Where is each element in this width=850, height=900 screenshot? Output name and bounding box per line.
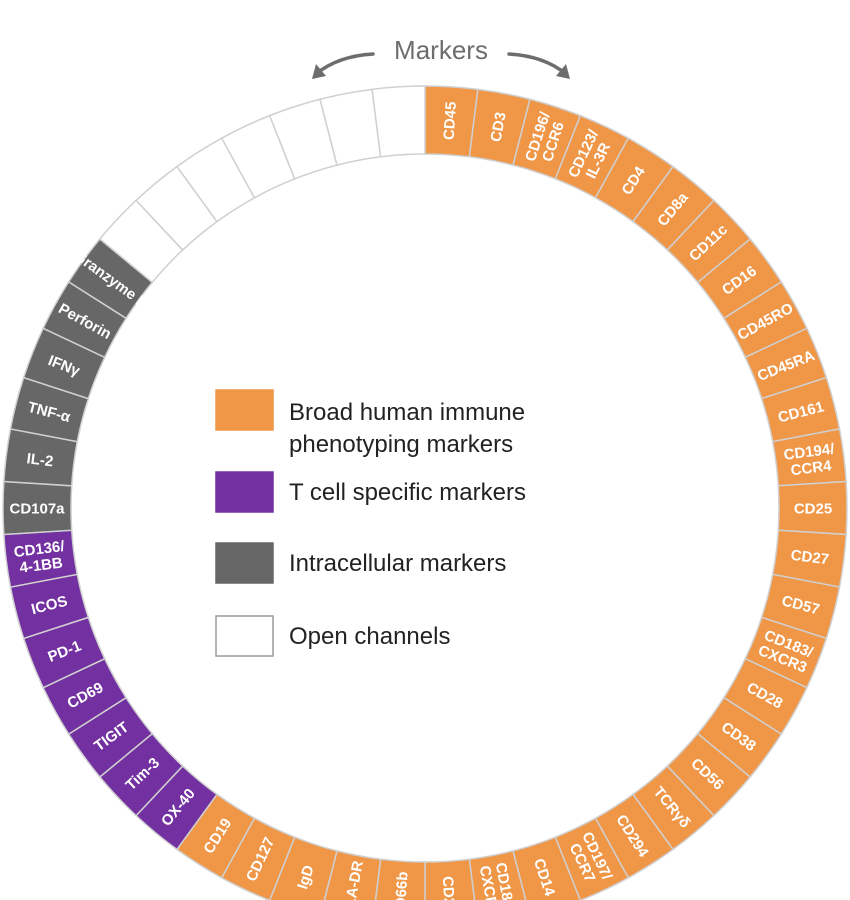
legend-label-tcell: T cell specific markers bbox=[289, 479, 526, 506]
legend-label-open: Open channels bbox=[289, 623, 450, 650]
left-arrow-head-icon bbox=[312, 64, 326, 79]
legend-label-intracellular: Intracellular markers bbox=[289, 550, 506, 577]
label-line: CD107a bbox=[9, 500, 65, 517]
label-cd107a: CD107a bbox=[9, 500, 65, 517]
legend-swatch-open bbox=[215, 615, 274, 657]
label-cd194-ccr4: CD194/CCR4 bbox=[783, 440, 838, 479]
label-line: CD3 bbox=[487, 111, 509, 144]
label-cd25: CD25 bbox=[794, 500, 832, 517]
legend-swatch-broad bbox=[215, 389, 274, 431]
label-il-2: IL-2 bbox=[26, 450, 55, 470]
label-cd45: CD45 bbox=[441, 101, 460, 140]
label-igd: IgD bbox=[294, 863, 318, 891]
label-line: IgD bbox=[294, 863, 318, 891]
label-cd136-4-1bb: CD136/4-1BB bbox=[13, 538, 68, 577]
label-line: CD27 bbox=[790, 547, 830, 569]
legend: Broad human immune phenotyping markers T c… bbox=[215, 389, 526, 657]
left-arrow-icon bbox=[314, 52, 375, 76]
label-line: IL-2 bbox=[26, 450, 55, 470]
legend-line: Open channels bbox=[289, 623, 450, 650]
label-line: CD45 bbox=[441, 101, 460, 140]
right-arrow-icon bbox=[507, 52, 568, 76]
legend-line: Broad human immune bbox=[289, 399, 525, 426]
label-line: CD136/ bbox=[13, 538, 66, 561]
label-line: CD66b bbox=[392, 871, 412, 900]
label-cd66b: CD66b bbox=[392, 871, 412, 900]
label-line: 4-1BB bbox=[19, 554, 64, 576]
right-arrow-head-icon bbox=[556, 64, 570, 79]
legend-swatch-tcell bbox=[215, 471, 274, 513]
legend-swatch-intracellular bbox=[215, 542, 274, 584]
label-cd20: CD20 bbox=[439, 876, 458, 900]
label-cd3: CD3 bbox=[487, 111, 509, 144]
legend-line: phenotyping markers bbox=[289, 431, 513, 458]
label-cd27: CD27 bbox=[790, 547, 830, 569]
label-line: CD20 bbox=[439, 876, 458, 900]
segment-open-49 bbox=[371, 85, 426, 158]
legend-label-broad: Broad human immune phenotyping markers bbox=[289, 399, 525, 458]
legend-line: T cell specific markers bbox=[289, 479, 526, 506]
label-line: CD194/ bbox=[783, 440, 836, 463]
label-line: CD25 bbox=[794, 500, 832, 517]
label-line: CCR4 bbox=[790, 457, 833, 479]
legend-line: Intracellular markers bbox=[289, 550, 506, 577]
diagram-title: Markers bbox=[394, 35, 488, 65]
